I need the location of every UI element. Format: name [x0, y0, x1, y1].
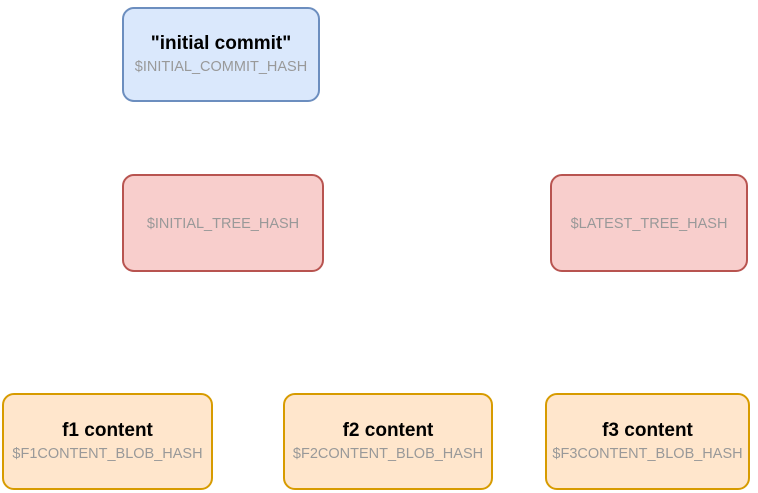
blob-f2-node: f2 content $F2CONTENT_BLOB_HASH	[283, 393, 493, 490]
blob-f1-node: f1 content $F1CONTENT_BLOB_HASH	[2, 393, 213, 490]
blob-f1-hash: $F1CONTENT_BLOB_HASH	[12, 445, 203, 462]
blob-f3-title: f3 content	[602, 419, 693, 441]
initial-tree-hash: $INITIAL_TREE_HASH	[146, 215, 300, 232]
commit-title: "initial commit"	[150, 32, 292, 54]
blob-f2-hash: $F2CONTENT_BLOB_HASH	[292, 445, 484, 462]
initial-tree-node: $INITIAL_TREE_HASH	[122, 174, 324, 272]
blob-f2-title: f2 content	[342, 419, 434, 441]
commit-hash: $INITIAL_COMMIT_HASH	[134, 58, 308, 75]
commit-node: "initial commit" $INITIAL_COMMIT_HASH	[122, 7, 320, 102]
blob-f1-title: f1 content	[62, 419, 153, 441]
latest-tree-node: $LATEST_TREE_HASH	[550, 174, 748, 272]
latest-tree-hash: $LATEST_TREE_HASH	[570, 215, 728, 232]
blob-f3-node: f3 content $F3CONTENT_BLOB_HASH	[545, 393, 750, 490]
blob-f3-hash: $F3CONTENT_BLOB_HASH	[552, 445, 743, 462]
